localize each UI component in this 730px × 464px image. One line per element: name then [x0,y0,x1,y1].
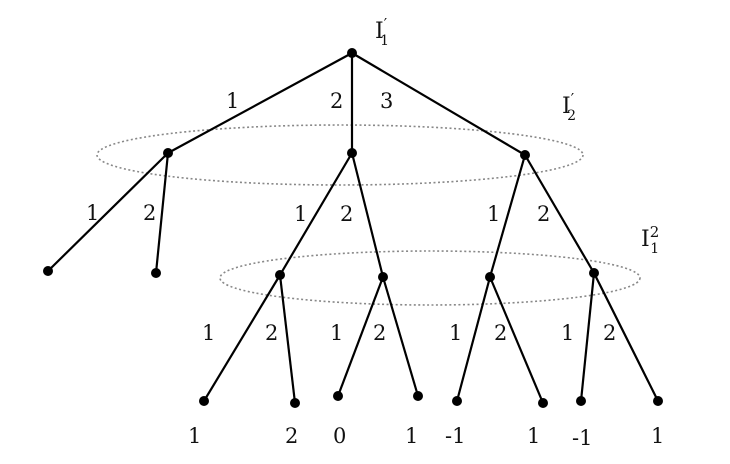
branch-label-root-3: 3 [380,89,393,113]
payoff-8: 1 [651,424,664,448]
info-set-label-player2: I′2 [562,90,576,124]
payoff-4: 1 [405,424,418,448]
edge-c-1 [455,276,492,402]
payoff-2: 2 [285,424,298,448]
node-l2-c [485,272,495,282]
edge-a-1 [203,274,281,402]
node-terminal-d1 [576,396,586,406]
node-l2-d [589,268,599,278]
edge-d-2 [593,272,659,402]
branch-label-root-1: 1 [226,89,239,113]
edge-d-1 [579,272,596,402]
info-set-ellipse-player2 [96,124,584,186]
edge-root-right [351,52,526,156]
node-root [347,48,357,58]
branch-label-d-2: 2 [603,321,616,345]
node-terminal-left-2 [151,268,161,278]
payoff-1: 1 [188,424,201,448]
node-l2-b [378,272,388,282]
branch-label-left-1: 1 [86,201,99,225]
info-set-label-root: I′1 [375,15,389,49]
branch-label-left-2: 2 [143,201,156,225]
edge-b-2 [381,276,420,397]
node-terminal-a2 [290,398,300,408]
edge-left-1 [47,152,169,272]
branch-label-a-2: 2 [265,321,278,345]
node-terminal-d2 [653,396,663,406]
edge-mid-1 [279,152,353,276]
node-l1-left [163,148,173,158]
edge-root-left [167,52,353,154]
branch-label-mid-1: 1 [294,202,307,226]
node-terminal-left-1 [43,266,53,276]
edge-b-1 [336,276,385,397]
edge-right-1 [488,154,527,278]
branch-label-a-1: 1 [202,321,215,345]
edge-c-2 [488,276,545,404]
node-terminal-b1 [333,391,343,401]
branch-label-b-1: 1 [330,321,343,345]
payoff-3: 0 [333,424,346,448]
branch-label-c-1: 1 [449,321,462,345]
node-l2-a [275,270,285,280]
payoff-7: -1 [572,426,592,450]
node-terminal-a1 [199,396,209,406]
branch-label-root-2: 2 [330,89,343,113]
edge-left-2 [154,152,170,274]
info-set-ellipse-player1-second [219,250,641,306]
edge-right-2 [524,154,595,274]
branch-label-d-1: 1 [561,321,574,345]
branch-label-b-2: 2 [373,321,386,345]
payoff-6: 1 [527,424,540,448]
node-l1-right [520,150,530,160]
branch-label-right-1: 1 [487,202,500,226]
node-terminal-c1 [452,396,462,406]
payoff-5: -1 [445,424,465,448]
branch-label-mid-2: 2 [340,202,353,226]
node-terminal-c2 [538,398,548,408]
branch-label-c-2: 2 [494,321,507,345]
branch-label-right-2: 2 [537,202,550,226]
edge-mid-2 [350,152,385,278]
edge-a-2 [278,274,297,404]
node-l1-mid [347,148,357,158]
node-terminal-b2 [413,391,423,401]
